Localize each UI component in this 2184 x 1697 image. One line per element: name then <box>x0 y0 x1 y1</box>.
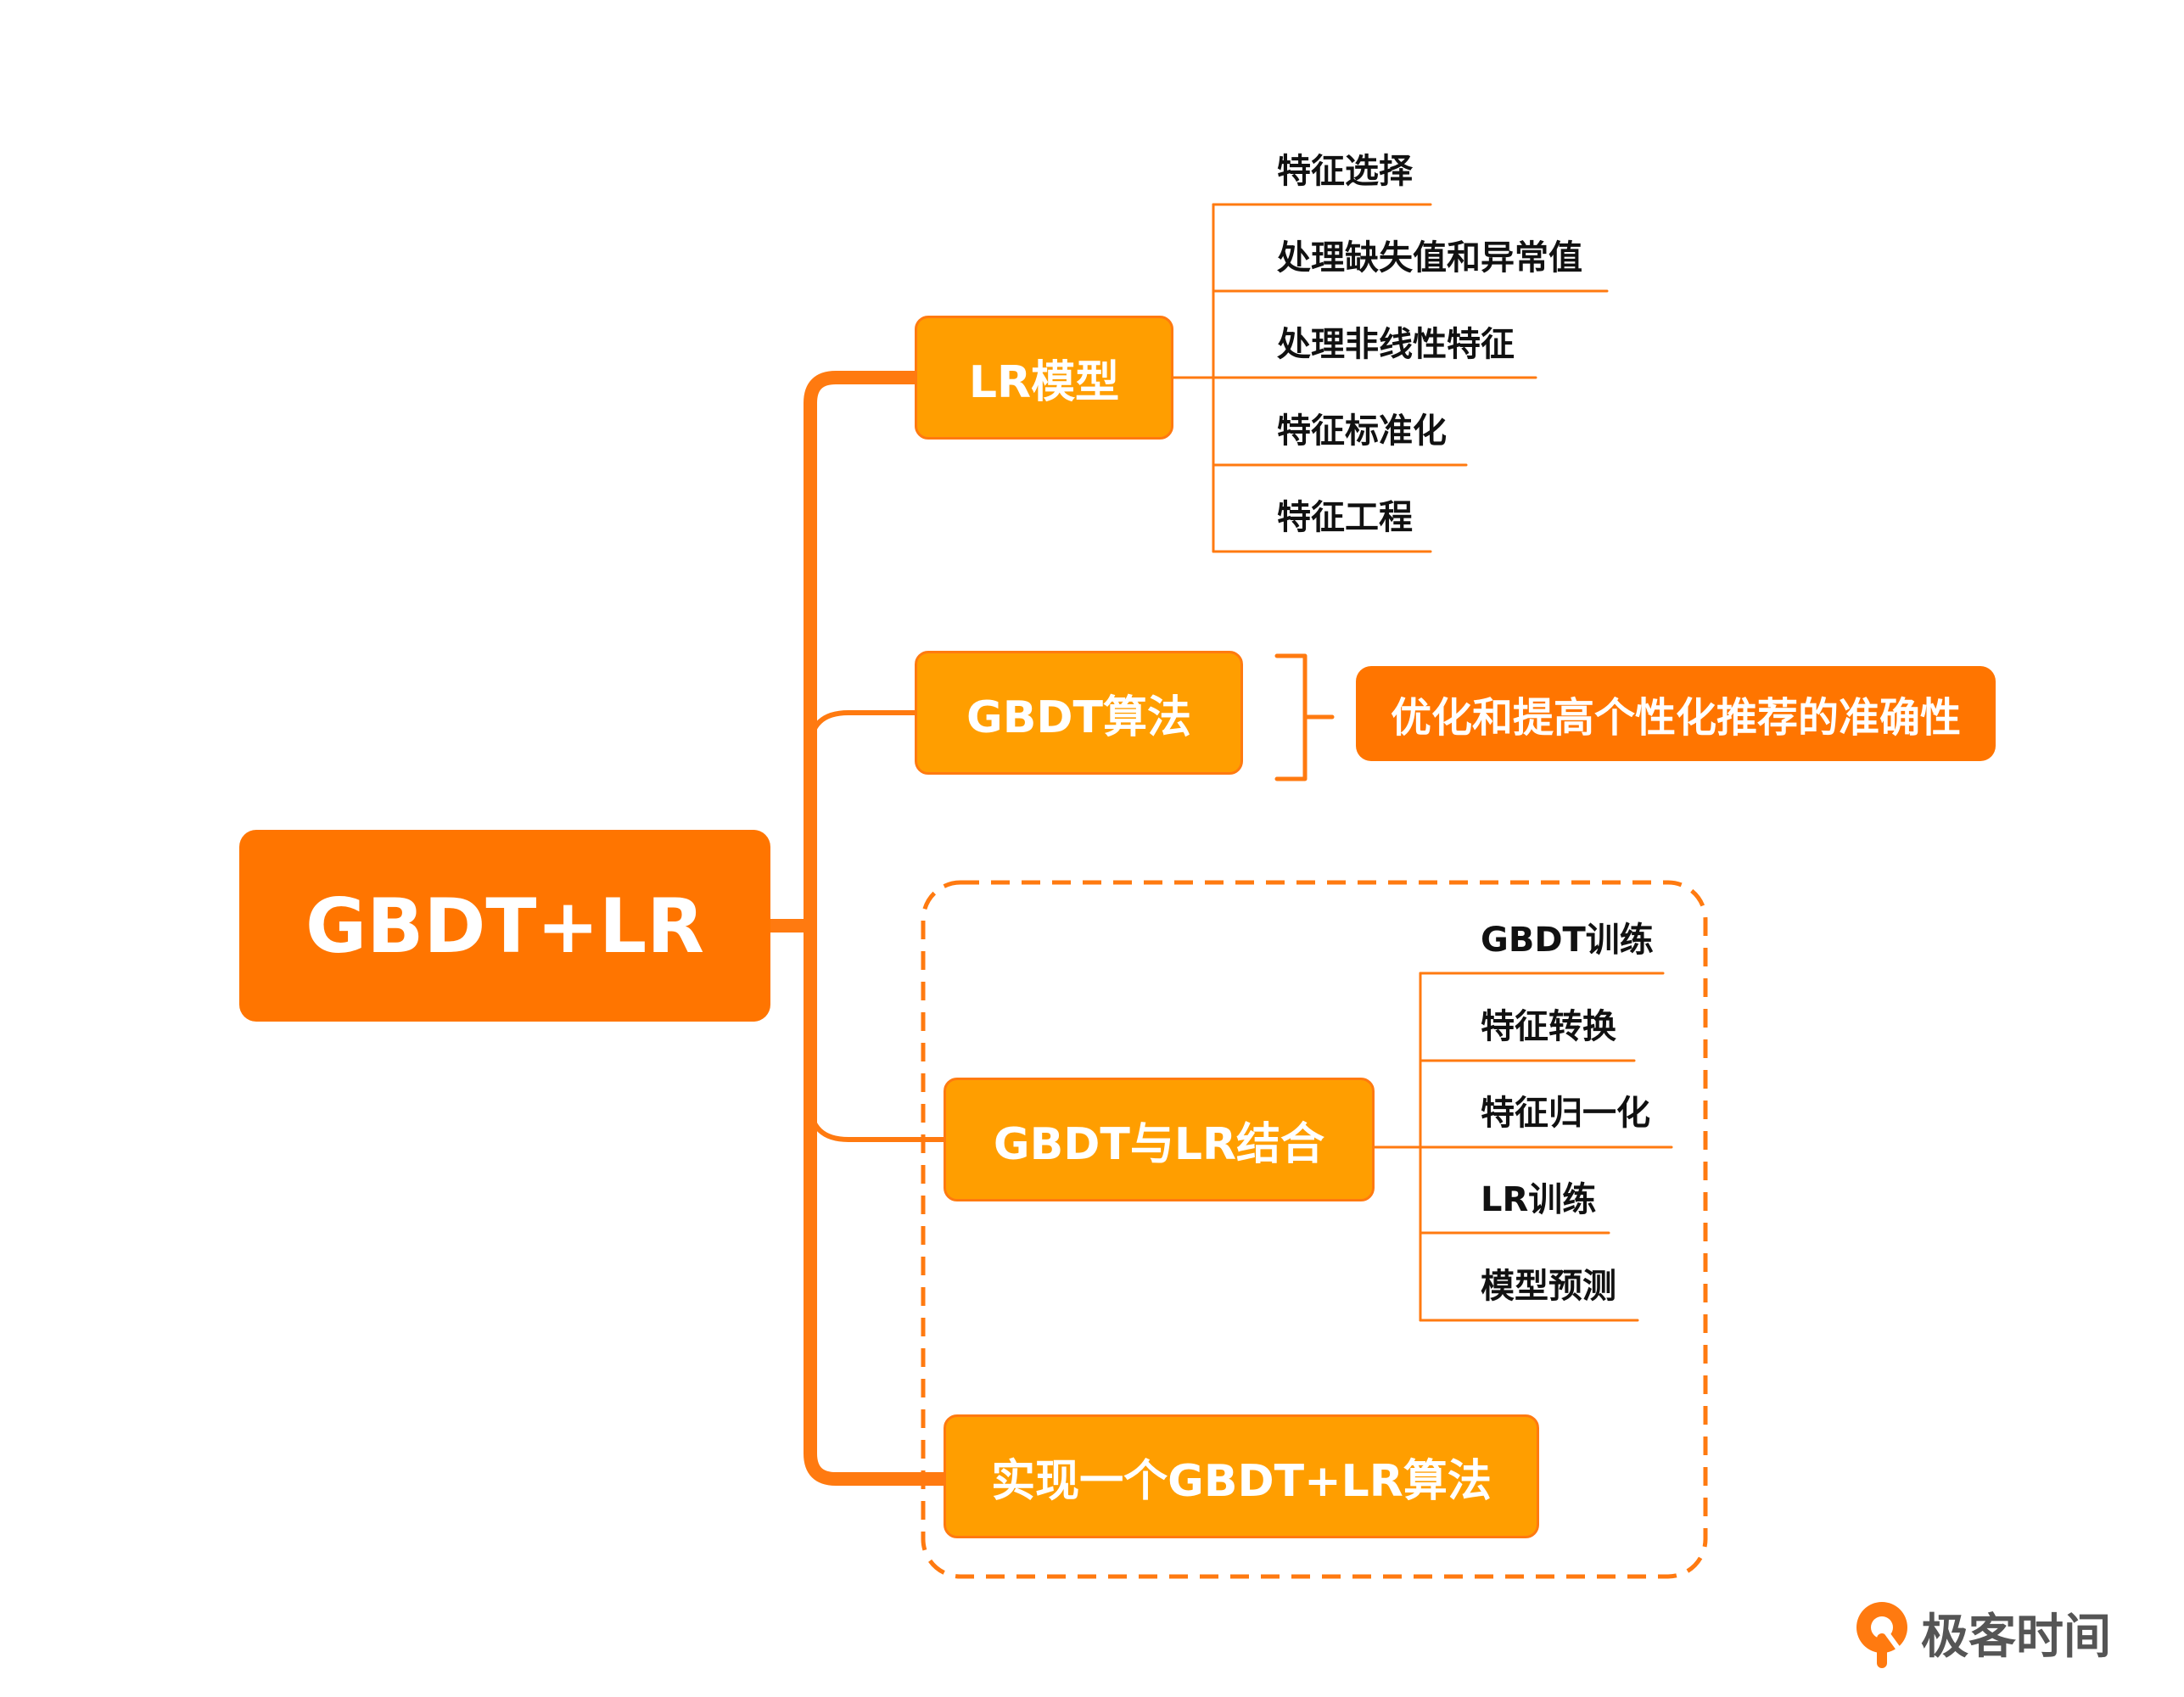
brand-name: 极客时间 <box>1921 1609 2111 1665</box>
geektime-logo-icon <box>1856 1602 1907 1668</box>
leaf-lr-2: 处理缺失值和异常值 <box>1277 238 1582 277</box>
leaf-combine-5: 模型预测 <box>1481 1267 1616 1306</box>
dashed-group-frame <box>921 880 1708 1579</box>
leaf-combine-2: 特征转换 <box>1481 1007 1616 1046</box>
summary-bracket <box>1274 653 1308 781</box>
leaf-combine-3: 特征归一化 <box>1481 1094 1650 1133</box>
branch-gbdt-lr-combine: GBDT与LR结合 <box>944 1078 1375 1201</box>
leaf-lr-4: 特征标准化 <box>1277 412 1447 451</box>
root-node: GBDT+LR <box>239 830 770 1022</box>
leaf-lr-5: 特征工程 <box>1277 498 1413 537</box>
branch-implement: 实现一个GBDT+LR算法 <box>944 1414 1539 1538</box>
summary-node: 优化和提高个性化推荐的准确性 <box>1356 666 1996 761</box>
branch-lr-model: LR模型 <box>915 316 1173 440</box>
leaf-lr-3: 处理非线性特征 <box>1277 325 1515 364</box>
branch-gbdt-algorithm: GBDT算法 <box>915 651 1243 775</box>
leaf-combine-4: LR训练 <box>1481 1180 1597 1219</box>
leaf-lr-1: 特征选择 <box>1277 152 1413 191</box>
leaf-combine-1: GBDT训练 <box>1481 921 1654 960</box>
branch-line-gbdt <box>808 710 917 751</box>
branch-line-combine <box>808 1101 946 1142</box>
main-trunk <box>804 371 950 1486</box>
brand-logo: 极客时间 <box>1851 1593 2111 1672</box>
